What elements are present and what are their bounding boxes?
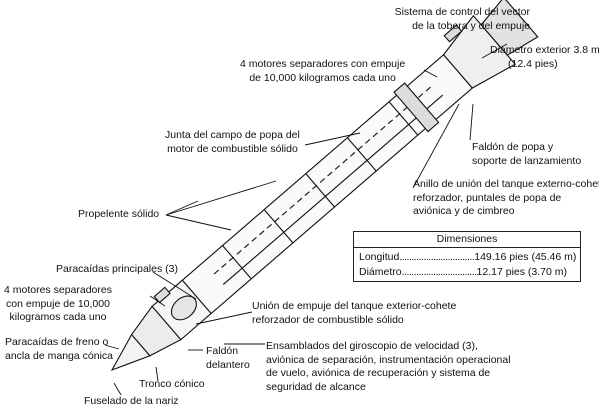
label-faldon-popa: Faldón de popa y soporte de lanzamiento xyxy=(472,141,582,167)
label-anillo-union: Anillo de unión del tanque externo-cohet… xyxy=(413,178,599,217)
label-diametro-exterior: Diámetro exterior 3.8 m (12.4 pies) xyxy=(490,44,599,70)
label-propelente: Propelente sólido xyxy=(78,208,160,220)
dimensions-title: Dimensiones xyxy=(354,232,580,248)
nozzle xyxy=(480,0,539,56)
label-motores-sep-bottom: 4 motores separadores con empuje de 10,0… xyxy=(4,284,112,323)
aft-skirt xyxy=(442,14,517,89)
dimensions-row-diameter: Diámetro...............................1… xyxy=(359,266,568,278)
label-faldon-delantero: Faldón delantero xyxy=(206,345,250,371)
label-junta-campo: Junta del campo de popa del motor de com… xyxy=(165,129,300,155)
label-tvc: Sistema de control del vector de la tobe… xyxy=(394,6,530,32)
label-paracaidas-principales: Paracaídas principales (3) xyxy=(56,263,178,275)
label-ensamblados: Ensamblados del giroscopio de velocidad … xyxy=(266,340,511,393)
dimensions-row-length: Longitud...............................1… xyxy=(359,251,577,263)
label-tronco-conico: Tronco cónico xyxy=(139,378,205,390)
label-motores-sep-top: 4 motores separadores con empuje de 10,0… xyxy=(240,58,406,84)
et-attach-ring xyxy=(393,82,440,133)
label-fuselado-nariz: Fuselado de la nariz xyxy=(84,395,179,407)
dimensions-table: Dimensiones Longitud....................… xyxy=(353,231,581,282)
label-paracaidas-freno: Paracaídas de freno o ancla de manga cón… xyxy=(5,336,113,362)
label-union-empuje: Unión de empuje del tanque exterior-cohe… xyxy=(252,300,457,326)
